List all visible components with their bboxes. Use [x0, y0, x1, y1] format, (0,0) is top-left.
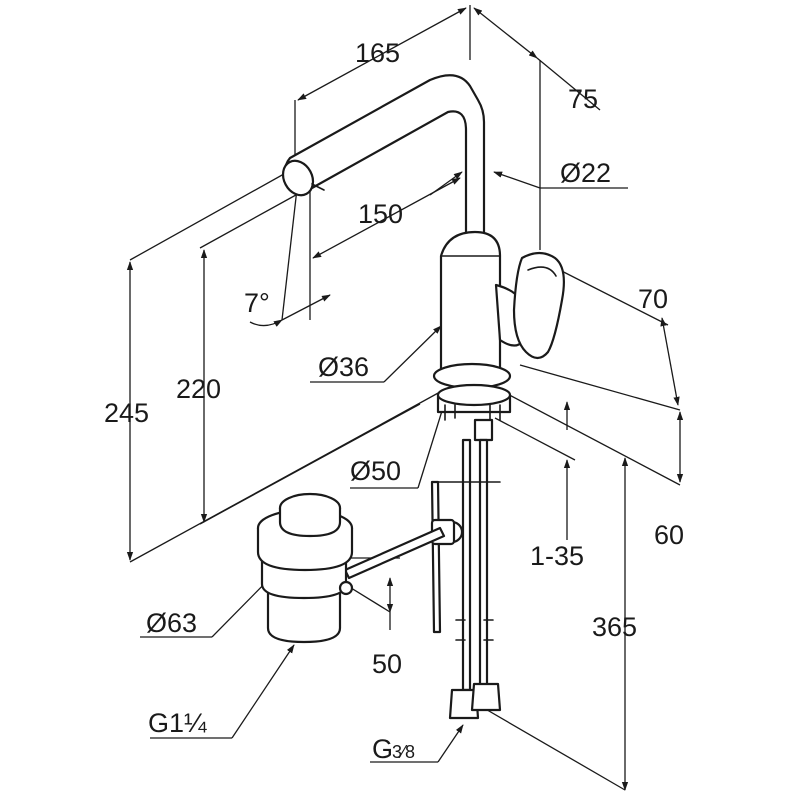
dim-150-line — [312, 177, 461, 259]
label-g-three-eighths-fraction: 3⁄8 — [392, 742, 415, 762]
label-150: 150 — [358, 199, 403, 229]
dim-g114-leader — [231, 644, 295, 739]
dim-165-line — [297, 7, 467, 101]
label-22-dia: Ø22 — [560, 158, 611, 188]
dim-70-line — [660, 317, 680, 406]
waste-body — [266, 582, 342, 644]
label-50: 50 — [372, 649, 402, 679]
dim-g38-leader — [437, 724, 464, 763]
dim-75-line — [473, 7, 538, 59]
dim-36-leader — [383, 325, 442, 383]
lever-handle — [512, 251, 565, 360]
hose-nut-right — [470, 682, 502, 712]
label-g-three-eighths: G — [372, 734, 393, 764]
pop-up-rod — [430, 480, 442, 634]
spout-tip — [281, 159, 315, 197]
dim-7deg-arc — [249, 319, 283, 327]
label-50-dia: Ø50 — [350, 456, 401, 486]
hose-nut-left — [448, 688, 480, 720]
label-245: 245 — [104, 398, 149, 428]
supply-hose-right — [478, 438, 489, 692]
dimension-labels: 165 75 Ø22 150 7° 245 220 Ø36 70 Ø50 60 … — [104, 38, 684, 764]
label-75: 75 — [568, 84, 598, 114]
label-7-degree: 7° — [244, 288, 270, 318]
label-1-35: 1-35 — [530, 541, 584, 571]
label-63-dia: Ø63 — [146, 608, 197, 638]
label-60: 60 — [654, 520, 684, 550]
pop-up-waste — [256, 492, 354, 644]
faucet — [281, 74, 565, 720]
label-36-dia: Ø36 — [318, 352, 369, 382]
link-rod — [343, 526, 446, 580]
label-g1-quarter: G1¼ — [148, 708, 207, 738]
label-220: 220 — [176, 374, 221, 404]
label-165: 165 — [355, 38, 400, 68]
dim-22-leader-right — [493, 171, 541, 189]
threaded-shank — [473, 418, 494, 442]
supply-hose-left — [461, 438, 472, 692]
label-70: 70 — [638, 284, 668, 314]
label-365: 365 — [592, 612, 637, 642]
